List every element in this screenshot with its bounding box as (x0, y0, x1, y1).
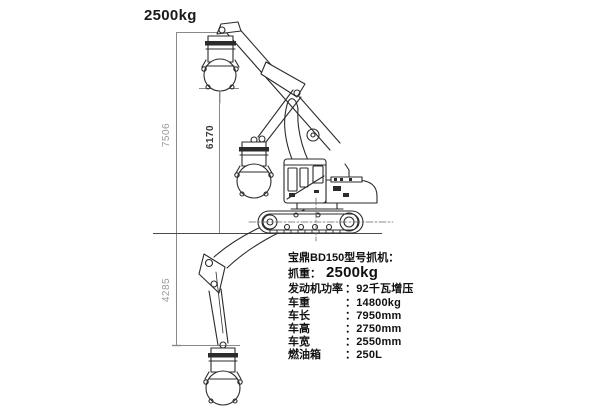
spec-value: ：250L (345, 349, 383, 362)
spec-label: 发动机功率 (288, 283, 343, 296)
spec-block: 宝鼎BD150型号抓机： 抓重： 2500kg 发动机功率 ：92千瓦增压 车重… (288, 252, 438, 363)
spec-value: ：92千瓦增压 (345, 283, 414, 296)
dim-lower-depth-label: 4285 (161, 277, 172, 303)
spec-label: 车高 (288, 323, 310, 336)
turntable (290, 202, 344, 210)
spec-label: 燃油箱 (288, 349, 321, 362)
spec-value: ：2750mm (345, 323, 402, 336)
spec-value: ：14800kg (345, 296, 402, 309)
exhaust-pipe (344, 163, 350, 178)
spec-row-engine-power: 发动机功率 ：92千瓦增压 (288, 283, 438, 296)
grab-top-position (201, 26, 240, 104)
centerlines (248, 197, 394, 242)
grab-bottom-position (203, 347, 243, 406)
spec-row-machine-weight: 车重 ：14800kg (288, 297, 438, 310)
spec-value: ：7950mm (345, 309, 402, 322)
grab-weight-value: 2500kg (326, 264, 379, 282)
excavator-grab-machine (198, 21, 394, 406)
max-grab-weight-title: 2500kg (144, 7, 197, 24)
operator-cab (283, 158, 327, 204)
spec-label: 车宽 (288, 336, 310, 349)
spec-row-machine-width: 车宽 ：2550mm (288, 336, 438, 349)
dim-grab-height-label: 6170 (205, 124, 216, 150)
spec-label: 车长 (288, 309, 310, 322)
spec-row-machine-length: 车长 ：7950mm (288, 310, 438, 323)
engine-deck (325, 163, 378, 204)
spec-row-machine-height: 车高 ：2750mm (288, 323, 438, 336)
spec-value: ：2550mm (345, 336, 402, 349)
spec-label: 车重 (288, 296, 310, 309)
spec-row-grab-weight: 抓重： 2500kg (288, 264, 438, 282)
dim-total-height-label: 7506 (161, 122, 172, 148)
spec-heading: 宝鼎BD150型号抓机： (288, 252, 400, 264)
grab-weight-label: 抓重： (288, 268, 321, 281)
grab-middle-position (234, 136, 274, 199)
spec-row-fuel-tank: 燃油箱 ：250L (288, 349, 438, 362)
